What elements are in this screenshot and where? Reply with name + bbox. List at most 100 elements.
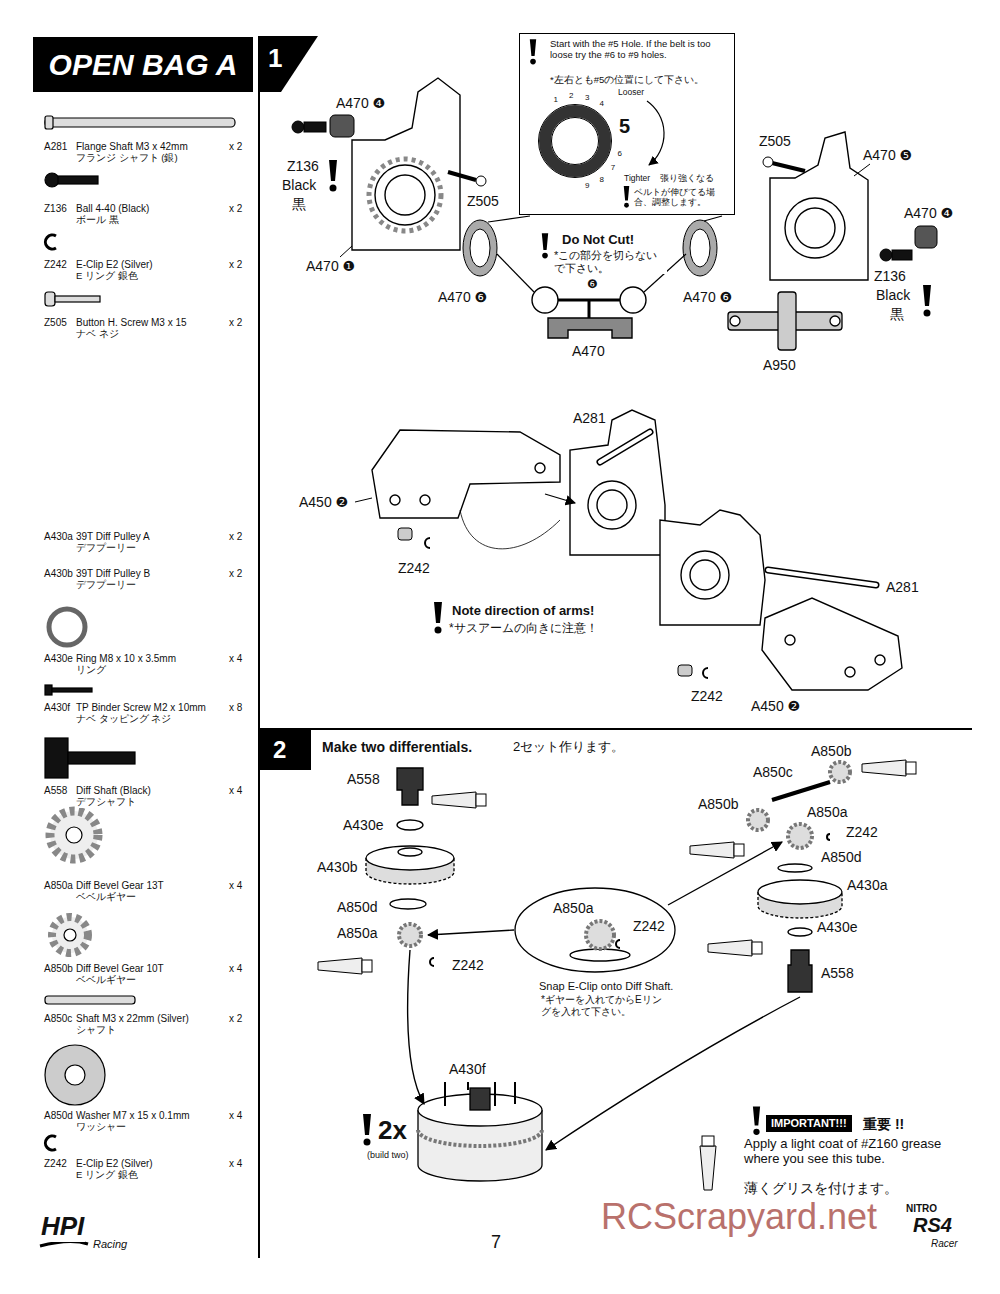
parts-list-text: x 4 (228, 880, 243, 892)
ball-stud (880, 249, 892, 261)
hinge-pin (768, 570, 876, 585)
parts-list-text: x 4 (228, 785, 243, 797)
part-label: A281 (572, 410, 607, 426)
callout-text: 1 (554, 95, 558, 104)
part-label: A470 ❻ (437, 289, 488, 305)
part-label: Snap E-Clip onto Diff Shaft. (538, 980, 674, 993)
part-label: A470 ❹ (335, 95, 386, 111)
parts-list-text: A850a (43, 880, 74, 892)
diff-part (397, 820, 423, 830)
part-label: Racer (930, 1238, 959, 1250)
bulkhead (795, 208, 835, 248)
ball-cup (330, 115, 354, 137)
parts-icon (52, 688, 92, 692)
sprue (588, 300, 591, 318)
belt-tensioner (690, 229, 710, 267)
sprue (620, 287, 646, 313)
suspension-arm (845, 667, 855, 677)
parts-list-text: x 2 (228, 531, 243, 543)
flow-arrow (408, 842, 800, 1150)
callout-text: 8 (599, 175, 603, 184)
belt-tensioner (463, 220, 497, 276)
panel-divider (259, 36, 972, 1258)
ball-cup (330, 115, 937, 248)
belt-dial (545, 111, 605, 171)
flow-arrow (668, 842, 782, 905)
warning-mark (434, 602, 442, 634)
parts-list-text: E リング 銀色 (75, 271, 139, 282)
step-number: 2 (273, 736, 286, 764)
assembly-arrow (460, 510, 560, 549)
e-clip (678, 665, 692, 676)
parts-icon (45, 116, 235, 1150)
parts-list-text: Diff Bevel Gear 10T (75, 963, 165, 975)
parts-icon (45, 118, 235, 127)
belt-dial (647, 101, 664, 165)
assembled-diff (418, 1082, 542, 1181)
diff-part (430, 958, 434, 966)
part-label: (build two) (366, 1150, 410, 1160)
warning-mark (329, 39, 931, 1145)
part-label: A850a (336, 925, 378, 941)
parts-list-text: フランジ シャフト (銀) (75, 153, 179, 164)
grease-tube (318, 958, 372, 974)
assembled-diff (494, 1082, 496, 1106)
diff-part (758, 880, 842, 904)
detail-inset (515, 888, 675, 972)
parts-list-text: Z242 (43, 1158, 68, 1170)
parts-list-text: 39T Diff Pulley A (75, 531, 151, 543)
parts-list-text: ベベルギヤー (75, 892, 137, 903)
diff-part (748, 810, 768, 830)
sprue (532, 287, 558, 313)
grease-tube (862, 760, 916, 776)
leader-line (340, 246, 352, 257)
step-tab: 1 (259, 36, 319, 92)
part-label: A850a (552, 900, 594, 916)
warning-mark (624, 186, 630, 208)
detail-inset (616, 940, 620, 948)
assembled-diff (444, 1082, 446, 1106)
step-number: 1 (268, 44, 282, 74)
belt-dial (552, 118, 599, 165)
grease-tube (690, 842, 744, 858)
page-title: OPEN BAG A (33, 37, 253, 92)
title-banner (33, 37, 253, 92)
part-label: A470 ❻ (682, 289, 733, 305)
parts-icon (58, 176, 98, 184)
parts-list-text: A558 (43, 785, 68, 797)
e-clip (398, 528, 708, 678)
step-tab: 2 (259, 730, 311, 770)
callout-text: Start with the #5 Hole. If the belt is t… (550, 39, 732, 61)
callout-leader (488, 216, 530, 222)
suspension-arm (535, 463, 545, 473)
part-label: 黒 (291, 196, 307, 212)
parts-icon (45, 996, 135, 1004)
part-label: A430f (448, 1061, 487, 1077)
part-label: Black (281, 177, 317, 193)
hinge-pin (600, 432, 650, 462)
part-label: A450 ❷ (298, 494, 349, 510)
suspension-arm (762, 598, 902, 690)
parts-list-text: x 4 (228, 963, 243, 975)
logo-mark (40, 1241, 88, 1246)
part-label: A850b (697, 796, 739, 812)
callout-text: 5 (619, 115, 630, 138)
parts-list-text: x 2 (228, 1013, 243, 1025)
screw (476, 176, 486, 186)
diff-part (399, 924, 421, 946)
suspension-arm (681, 551, 729, 599)
parts-list-text: A430e (43, 653, 74, 665)
parts-list-text: x 2 (228, 568, 243, 580)
part-label: A450 ❷ (750, 698, 801, 714)
parts-list-text: x 4 (228, 653, 243, 665)
detail-inset (515, 888, 675, 972)
parts-list-text: Diff Bevel Gear 13T (75, 880, 165, 892)
bulkhead (352, 78, 868, 280)
diff-part (397, 768, 423, 805)
parts-list-text: Flange Shaft M3 x 42mm (75, 141, 189, 153)
suspension-arm (420, 495, 430, 505)
parts-icon (50, 811, 98, 859)
flow-arrow (546, 997, 800, 1150)
parts-icon (68, 752, 135, 764)
